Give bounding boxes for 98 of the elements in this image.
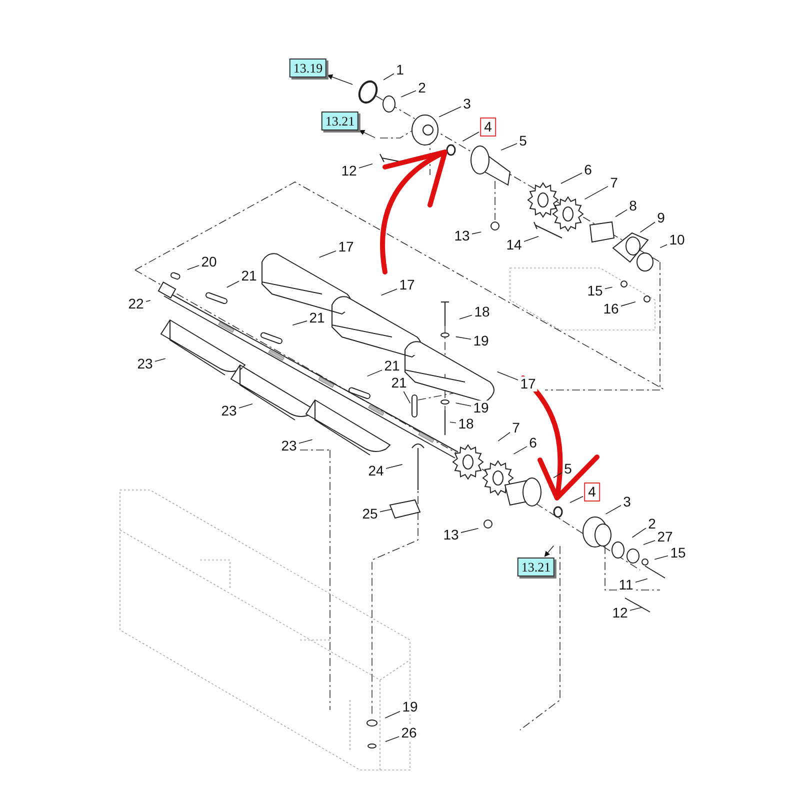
leader-line	[643, 540, 656, 546]
callout-number: 1	[395, 62, 405, 78]
leader-line	[154, 358, 166, 362]
leader-line	[635, 578, 648, 583]
callout-number: 14	[505, 238, 523, 252]
callout-number: 6	[583, 162, 593, 178]
reference-tag: 13.21	[517, 558, 555, 576]
callout-number: 21	[308, 310, 326, 326]
callout-number: 21	[390, 376, 408, 390]
callout-number: 2	[417, 80, 427, 96]
leader-line	[472, 232, 482, 234]
callout-number: 3	[622, 494, 632, 510]
leader-line	[604, 286, 613, 290]
callout-number: 23	[136, 356, 154, 372]
leader-line	[462, 132, 480, 142]
leader-line	[238, 404, 253, 408]
callout-number: 22	[127, 296, 145, 312]
callout-number: 15	[586, 284, 604, 298]
callout-number: 13	[453, 228, 471, 244]
leader-line	[318, 250, 336, 258]
leader-line	[630, 607, 642, 611]
leader-line	[553, 472, 562, 478]
callout-number: 12	[340, 164, 358, 178]
leader-line	[380, 508, 393, 512]
leader-line	[632, 528, 646, 538]
reference-arrow	[544, 545, 554, 557]
callout-number: 7	[511, 420, 521, 436]
leader-line	[615, 209, 628, 218]
callout-number: 9	[656, 210, 666, 226]
callout-number: 12	[611, 606, 629, 620]
leader-line	[513, 446, 528, 454]
leader-line	[620, 301, 636, 306]
callout-number: 3	[462, 96, 472, 112]
callout-number: 18	[457, 416, 475, 432]
callout-number: 24	[367, 464, 385, 478]
leader-line	[460, 528, 479, 533]
callout-number: 25	[361, 506, 379, 522]
highlighted-callout-number: 4	[584, 482, 600, 502]
leader-line	[455, 402, 472, 406]
leader-line	[292, 320, 308, 326]
callout-number: 5	[518, 134, 528, 148]
leader-line	[187, 265, 200, 270]
leader-line	[498, 432, 510, 442]
callout-number: 6	[528, 436, 538, 450]
callout-number: 10	[668, 232, 686, 248]
callout-number: 15	[669, 546, 687, 560]
leader-line	[358, 164, 373, 168]
reference-arrow	[326, 74, 354, 85]
callout-number: 2	[647, 516, 657, 532]
leader-line	[384, 711, 400, 718]
leader-line	[455, 336, 472, 340]
leader-line	[403, 391, 411, 404]
callout-number: 7	[609, 176, 619, 190]
callout-number: 19	[472, 334, 490, 348]
callout-number: 27	[656, 530, 674, 544]
leader-line	[584, 186, 608, 200]
leader-line	[146, 300, 151, 302]
callout-number: 26	[400, 726, 418, 740]
leader-line	[383, 73, 394, 80]
leader-line	[560, 172, 582, 184]
callout-number: 17	[519, 376, 537, 392]
leader-line	[500, 143, 518, 151]
reference-arrow	[359, 130, 376, 138]
highlighted-callout-number: 4	[480, 118, 496, 136]
callout-number: 23	[220, 404, 238, 418]
leader-line	[660, 244, 668, 248]
callout-number: 16	[602, 302, 620, 316]
callout-number: 8	[628, 198, 638, 214]
callout-number: 18	[473, 304, 491, 320]
callout-number: 17	[398, 278, 416, 292]
leader-line	[570, 496, 584, 504]
leader-line	[400, 90, 416, 98]
callout-number: 11	[618, 578, 634, 592]
callout-number: 19	[401, 700, 419, 714]
leader-line	[450, 422, 456, 424]
reference-tag: 13.21	[321, 112, 359, 130]
leader-line	[654, 555, 668, 560]
leader-line	[298, 439, 313, 444]
reference-tag: 13.19	[289, 58, 327, 78]
leader-line	[366, 370, 382, 377]
callout-number: 23	[280, 438, 298, 454]
callout-number: 21	[240, 268, 258, 284]
leader-line	[496, 371, 518, 380]
callout-number: 5	[563, 462, 573, 476]
callout-number: 17	[337, 240, 355, 254]
callout-number: 21	[383, 358, 401, 374]
leader-line	[380, 288, 398, 296]
callout-number: 19	[472, 400, 490, 416]
leader-line	[438, 106, 462, 118]
callout-number: 20	[200, 254, 218, 270]
leader-line	[386, 464, 403, 469]
callout-number: 13	[442, 528, 460, 542]
leader-line	[640, 222, 656, 233]
leader-line	[459, 314, 472, 320]
leader-line	[524, 236, 539, 242]
leader-line	[605, 505, 622, 514]
leader-line	[226, 280, 240, 288]
leader-line	[385, 736, 400, 742]
